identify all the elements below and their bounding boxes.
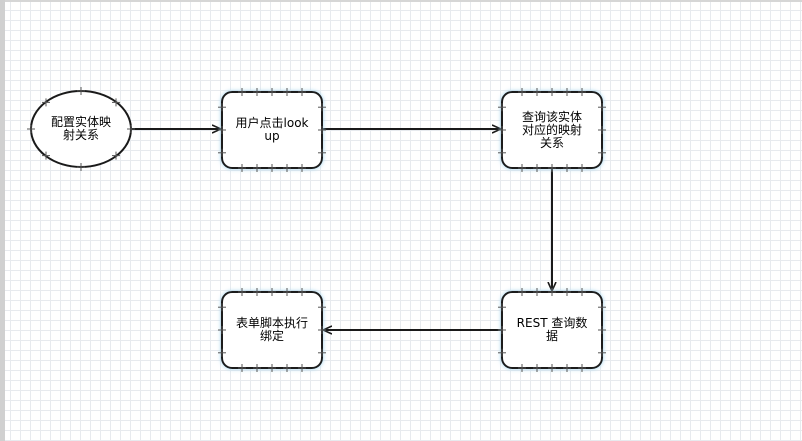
connection-handle-query-mapping-top-2[interactable] xyxy=(548,88,556,96)
connection-handle-rest-query-top-3[interactable] xyxy=(563,288,571,296)
connection-handle-form-script-left-1[interactable] xyxy=(218,326,226,334)
connection-handle-click-bottom-4[interactable] xyxy=(298,164,306,172)
connection-handle-click-right-1[interactable] xyxy=(318,126,326,134)
connection-handle-click-top-1[interactable] xyxy=(253,88,261,96)
connection-handle-form-script-left-2[interactable] xyxy=(218,348,226,357)
connection-handle-rest-query-left-1[interactable] xyxy=(498,326,506,334)
connection-handle-click-top-2[interactable] xyxy=(268,88,276,96)
connection-handle-rest-query-bottom-4[interactable] xyxy=(578,364,586,372)
connection-handle-rest-query-top-4[interactable] xyxy=(578,288,586,296)
connection-handle-rest-query-bottom-3[interactable] xyxy=(563,364,571,372)
connection-handle-start-6[interactable] xyxy=(42,151,50,160)
connection-handle-click-top-3[interactable] xyxy=(283,88,291,96)
connection-handle-query-mapping-bottom-3[interactable] xyxy=(563,164,571,172)
connection-handle-query-mapping-right-1[interactable] xyxy=(598,126,606,134)
connection-handle-click-left-2[interactable] xyxy=(218,148,226,157)
connection-handle-click-right-0[interactable] xyxy=(318,103,326,112)
connection-handle-click-bottom-0[interactable] xyxy=(238,164,246,172)
connection-handle-start-2[interactable] xyxy=(77,87,85,95)
connection-handle-form-script-top-3[interactable] xyxy=(283,288,291,296)
connection-handle-rest-query-right-1[interactable] xyxy=(598,326,606,334)
connection-handle-query-mapping-left-2[interactable] xyxy=(498,148,506,157)
connection-handle-form-script-top-4[interactable] xyxy=(298,288,306,296)
connection-handle-rest-query-right-2[interactable] xyxy=(598,348,606,357)
connection-handle-rest-query-bottom-0[interactable] xyxy=(518,364,526,372)
connection-handle-form-script-right-0[interactable] xyxy=(318,303,326,312)
connection-handle-click-bottom-1[interactable] xyxy=(253,164,261,172)
connection-handle-click-right-2[interactable] xyxy=(318,148,326,157)
connection-handle-start-3[interactable] xyxy=(77,163,85,171)
connection-handle-start-1[interactable] xyxy=(127,125,135,133)
connection-handle-form-script-top-2[interactable] xyxy=(268,288,276,296)
canvas-left-border xyxy=(0,0,5,441)
connection-handle-click-left-0[interactable] xyxy=(218,103,226,112)
connection-handle-query-mapping-top-1[interactable] xyxy=(533,88,541,96)
connection-handle-query-mapping-left-0[interactable] xyxy=(498,103,506,112)
connection-handle-form-script-bottom-1[interactable] xyxy=(253,364,261,372)
node-click[interactable] xyxy=(221,91,323,169)
connection-handle-click-bottom-2[interactable] xyxy=(268,164,276,172)
connection-handle-query-mapping-bottom-2[interactable] xyxy=(548,164,556,172)
connection-handle-rest-query-left-2[interactable] xyxy=(498,348,506,357)
connection-handle-start-0[interactable] xyxy=(27,125,35,133)
connection-handle-form-script-bottom-3[interactable] xyxy=(283,364,291,372)
connection-handle-form-script-right-2[interactable] xyxy=(318,348,326,357)
connection-handle-query-mapping-bottom-0[interactable] xyxy=(518,164,526,172)
connection-handle-query-mapping-left-1[interactable] xyxy=(498,126,506,134)
connection-handle-click-bottom-3[interactable] xyxy=(283,164,291,172)
connection-handle-rest-query-top-0[interactable] xyxy=(518,288,526,296)
connection-handle-rest-query-bottom-2[interactable] xyxy=(548,364,556,372)
connection-handle-query-mapping-right-0[interactable] xyxy=(598,103,606,112)
connection-handle-query-mapping-top-3[interactable] xyxy=(563,88,571,96)
connection-handle-rest-query-top-2[interactable] xyxy=(548,288,556,296)
node-form-script[interactable] xyxy=(221,291,323,369)
connection-handle-rest-query-left-0[interactable] xyxy=(498,303,506,312)
connection-handle-query-mapping-right-2[interactable] xyxy=(598,148,606,157)
node-query-mapping[interactable] xyxy=(501,91,603,169)
connection-handle-click-left-1[interactable] xyxy=(218,126,226,134)
canvas-top-border xyxy=(0,0,802,2)
connection-handle-rest-query-bottom-1[interactable] xyxy=(533,364,541,372)
connection-handle-query-mapping-bottom-1[interactable] xyxy=(533,164,541,172)
connection-handle-rest-query-right-0[interactable] xyxy=(598,303,606,312)
connection-handle-start-5[interactable] xyxy=(112,98,120,107)
connection-handle-form-script-top-0[interactable] xyxy=(238,288,246,296)
connection-handle-click-top-0[interactable] xyxy=(238,88,246,96)
connection-handle-start-7[interactable] xyxy=(112,151,120,160)
connection-handle-form-script-right-1[interactable] xyxy=(318,326,326,334)
connection-handle-query-mapping-bottom-4[interactable] xyxy=(578,164,586,172)
connection-handle-click-top-4[interactable] xyxy=(298,88,306,96)
connection-handle-form-script-top-1[interactable] xyxy=(253,288,261,296)
connection-handle-rest-query-top-1[interactable] xyxy=(533,288,541,296)
connection-handle-start-4[interactable] xyxy=(42,98,50,107)
connection-handle-query-mapping-top-0[interactable] xyxy=(518,88,526,96)
connection-handle-form-script-left-0[interactable] xyxy=(218,303,226,312)
connection-handle-form-script-bottom-4[interactable] xyxy=(298,364,306,372)
connection-handle-query-mapping-top-4[interactable] xyxy=(578,88,586,96)
node-rest-query[interactable] xyxy=(501,291,603,369)
connection-handle-form-script-bottom-2[interactable] xyxy=(268,364,276,372)
connection-handle-form-script-bottom-0[interactable] xyxy=(238,364,246,372)
